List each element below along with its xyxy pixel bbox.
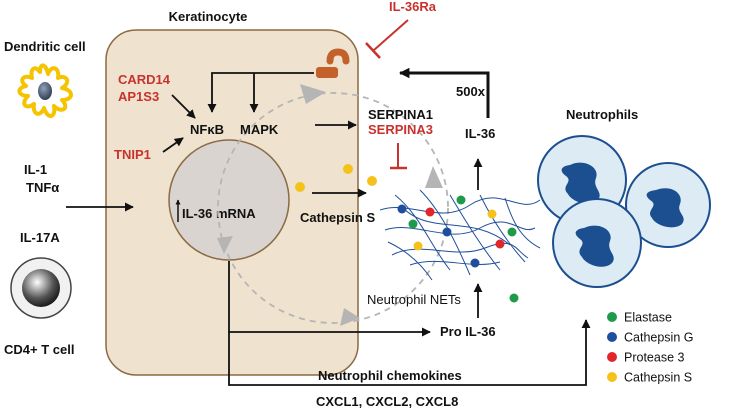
elastase-dot <box>456 195 466 205</box>
il36-to-receptor-arrow <box>398 67 490 118</box>
tnfa-label: TNFα <box>26 180 59 195</box>
il36-receptor-stem <box>316 67 338 78</box>
il1-label: IL-1 <box>24 162 47 177</box>
t-cell-icon <box>10 257 72 319</box>
serpina3-label: SERPINA3 <box>368 122 433 137</box>
il36ra-label: IL-36Ra <box>389 0 437 14</box>
card14-to-nfkb-arrow <box>171 94 196 119</box>
ap1s3-label: AP1S3 <box>118 89 159 104</box>
pro-il36-label: Pro IL-36 <box>440 324 496 339</box>
neutrophils-title: Neutrophils <box>566 107 638 122</box>
protease3-dot <box>495 239 505 249</box>
protease3-dot <box>425 207 435 217</box>
feedback-arrowhead-top <box>300 84 326 104</box>
dendritic-cell-icon <box>17 63 73 118</box>
mapk-label: MAPK <box>240 122 279 137</box>
legend-marker <box>607 312 617 322</box>
dendritic-cell-title: Dendritic cell <box>4 39 86 54</box>
cathepsin-s-net-dot <box>487 209 497 219</box>
legend-marker <box>607 372 617 382</box>
legend-marker <box>607 332 617 342</box>
cd4-t-cell-label: CD4+ T cell <box>4 342 74 357</box>
neutrophil-nets-label: Neutrophil NETs <box>367 292 461 307</box>
legend-label: Elastase <box>624 311 672 325</box>
il17a-label: IL-17A <box>20 230 60 245</box>
elastase-dot <box>507 227 517 237</box>
feedback-arrowhead-left <box>217 236 233 254</box>
feedback-arrowhead-bottom <box>340 308 360 326</box>
cathepsin-s-dot <box>367 176 377 186</box>
serpina1-label: SERPINA1 <box>368 107 433 122</box>
neutrophil-cell <box>625 162 711 248</box>
legend-label: Cathepsin S <box>624 371 692 385</box>
nucleus <box>168 139 290 261</box>
il36ra-inhibition-line <box>373 19 409 51</box>
chemokine-list-label: CXCL1, CXCL2, CXCL8 <box>316 394 458 409</box>
il36-receptor <box>326 48 350 65</box>
receptor-to-nfkb-arrow <box>207 72 314 113</box>
neutrophil-chemokines-label: Neutrophil chemokines <box>318 368 462 383</box>
chemokine-arrow <box>228 319 591 386</box>
feedback-arrowhead-right <box>425 166 443 188</box>
keratinocyte-title: Keratinocyte <box>169 9 248 24</box>
cathepsin-s-label: Cathepsin S <box>300 210 375 225</box>
cathepsin-g-dot <box>470 258 480 268</box>
legend-label: Cathepsin G <box>624 331 693 345</box>
neutrophil-cell <box>552 198 642 288</box>
elastase-dot <box>408 219 418 229</box>
feedback-loop-circle <box>217 92 449 324</box>
elastase-dot <box>509 293 519 303</box>
il36ra-inhibition-bar <box>365 42 381 59</box>
nfkb-label: NFκB <box>190 122 224 137</box>
card14-label: CARD14 <box>118 72 171 87</box>
legend-label: Protease 3 <box>624 351 685 365</box>
cathepsin-g-dot <box>397 204 407 214</box>
il36-label: IL-36 <box>465 126 495 141</box>
fold-500x-label: 500x <box>456 84 486 99</box>
legend-marker <box>607 352 617 362</box>
il36-mrna-label: IL-36 mRNA <box>182 206 256 221</box>
cathepsin-s-net-dot <box>413 241 423 251</box>
cathepsin-s-dot <box>295 182 305 192</box>
tnip1-label: TNIP1 <box>114 147 151 162</box>
cathepsin-s-dot <box>343 164 353 174</box>
tnip1-to-nfkb-arrow <box>162 137 184 153</box>
cathepsin-g-dot <box>442 227 452 237</box>
